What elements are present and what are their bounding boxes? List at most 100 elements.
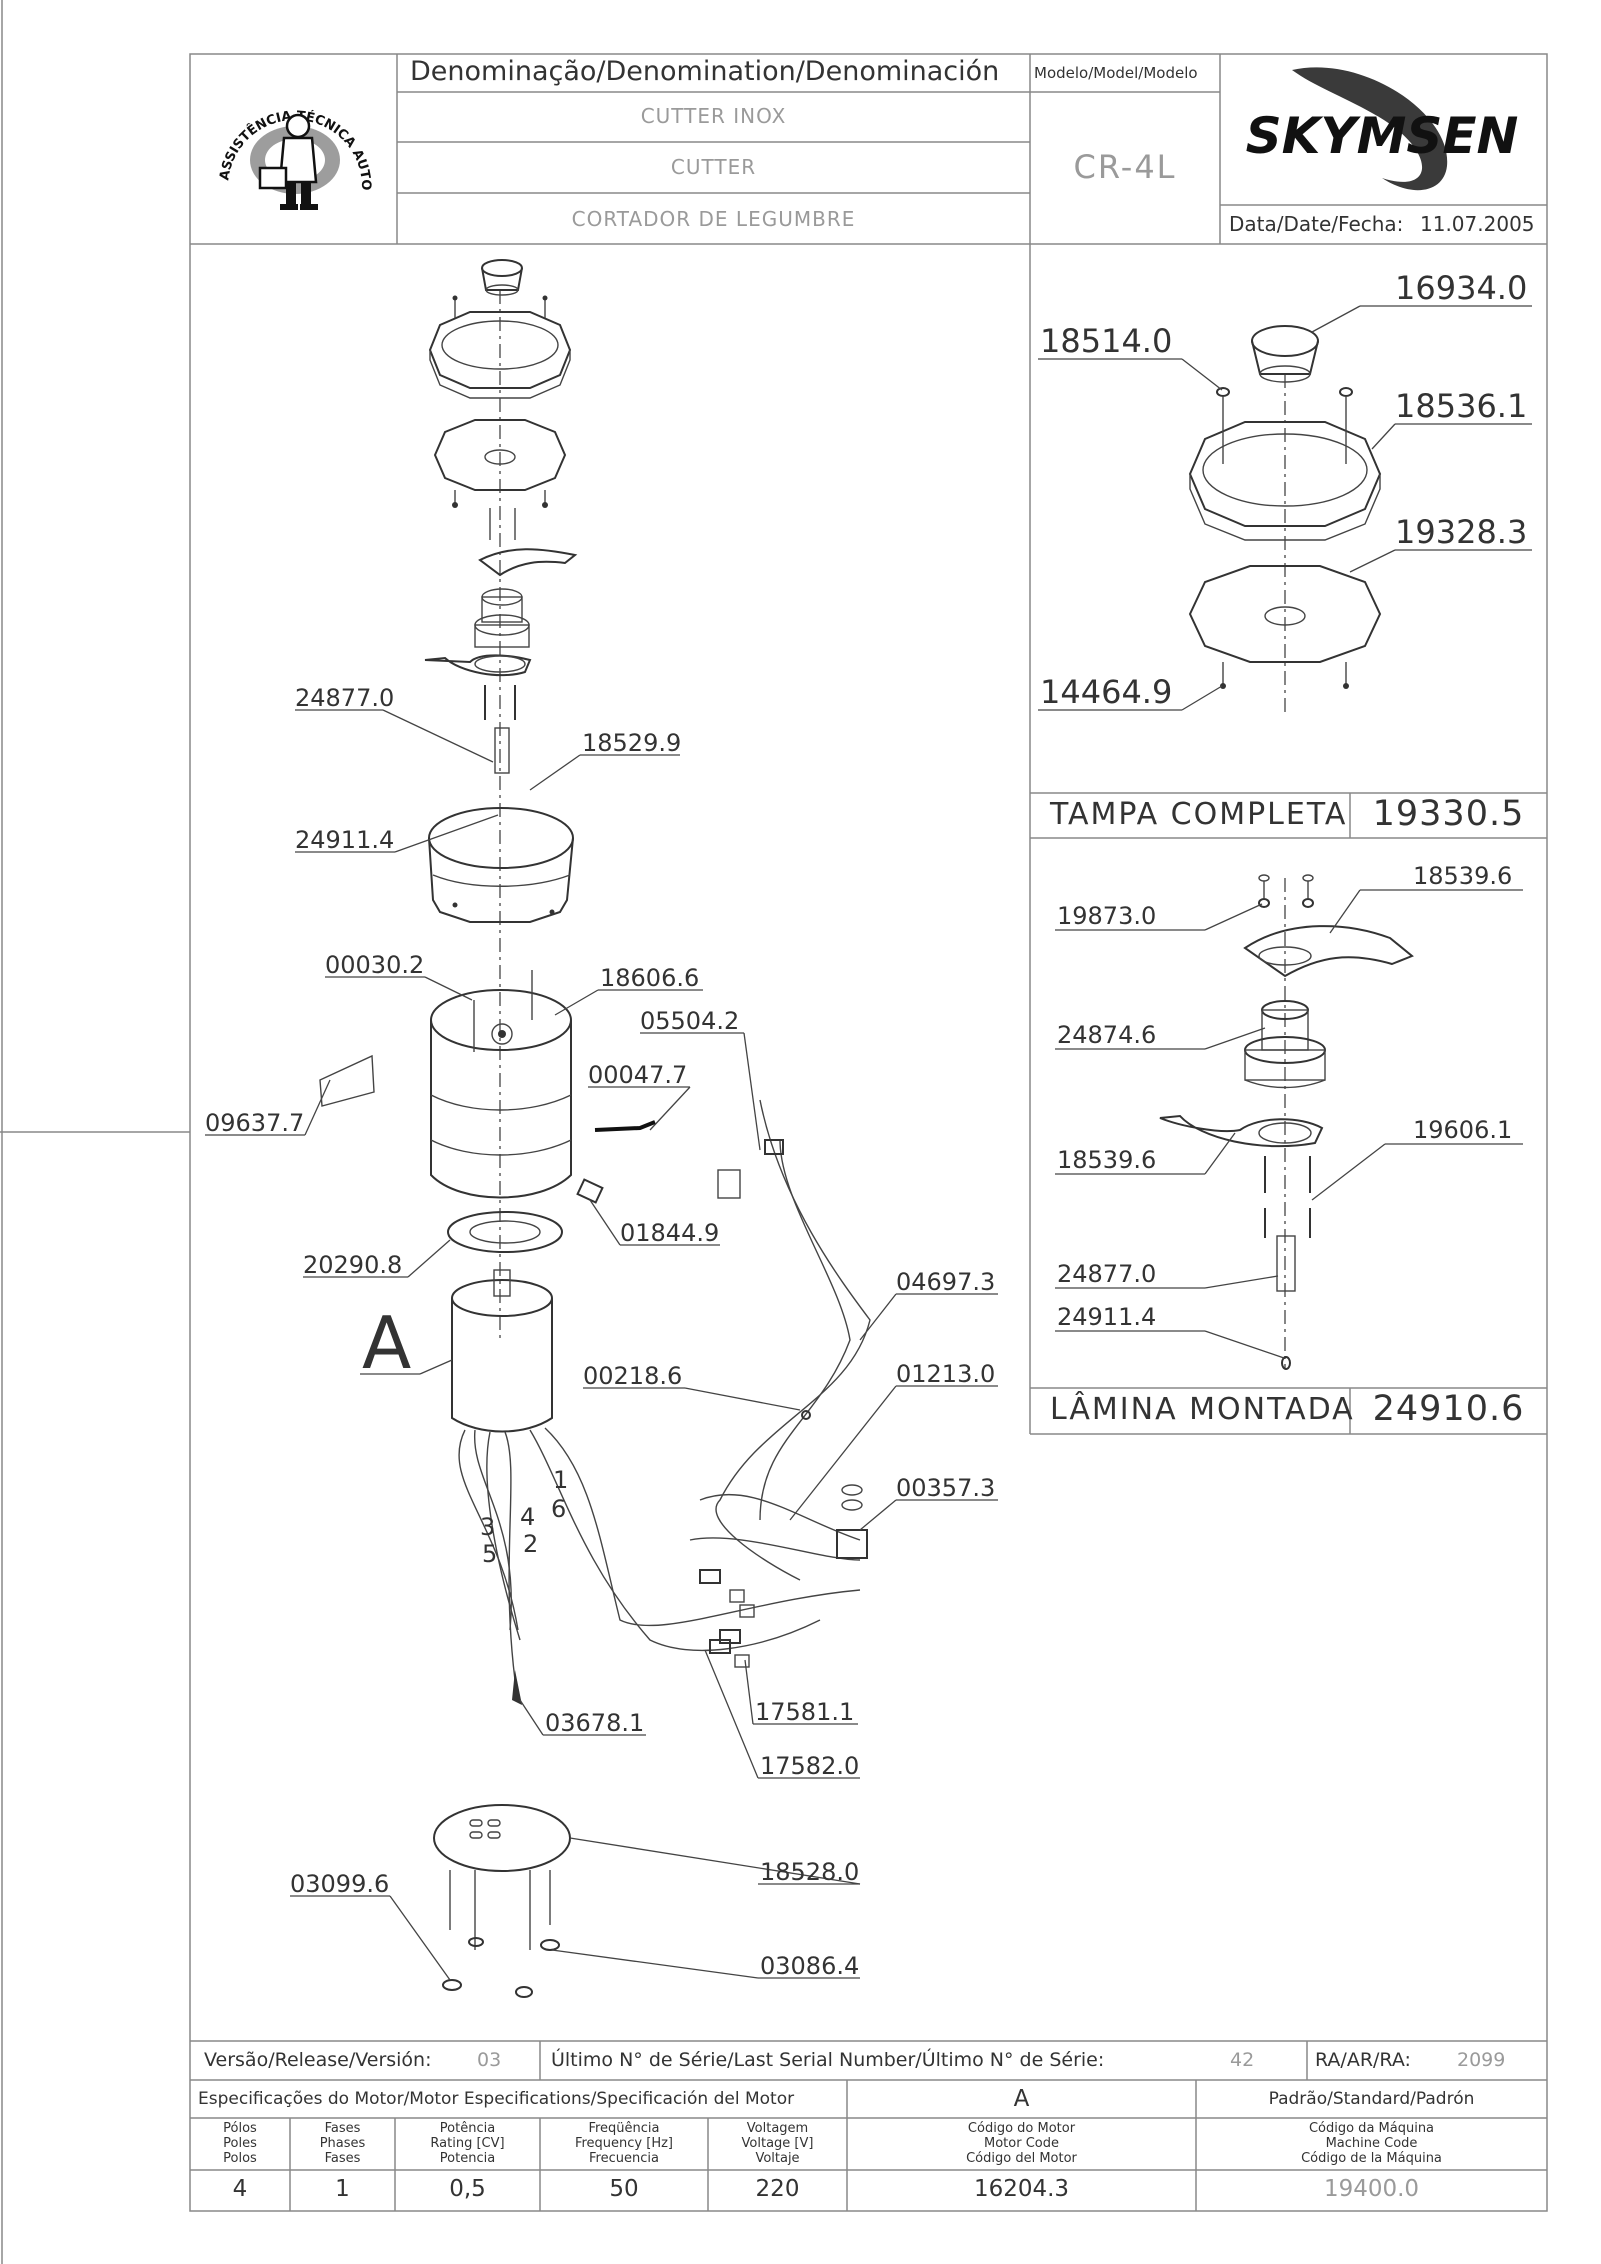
spec-header-line: Fases [324,2121,361,2136]
name-english: CUTTER [670,155,757,179]
part-label-00218-6: 00218.6 [583,1362,682,1390]
blade-part-label-24877-0: 24877.0 [1057,1260,1156,1288]
motor-letter-callout: A [362,1301,411,1385]
spec-value-machine-code: 19400.0 [1323,2176,1420,2202]
model-value: CR-4L [1073,148,1177,186]
model-label: Modelo/Model/Modelo [1034,64,1198,82]
lid-part-label-19328-3: 19328.3 [1395,513,1527,551]
part-label-18529-9: 18529.9 [582,729,681,757]
wire-number: 5 [482,1540,497,1568]
lid-assembly-title: TAMPA COMPLETA [1050,797,1348,832]
lid-assembly-labels: 16934.0 18514.0 18536.1 19328.3 14464.9 [1040,269,1527,711]
lid-assembly-diagram: 16934.0 18514.0 18536.1 19328.3 14464.9 [1038,269,1532,714]
base-plate [433,1804,571,1998]
wire-number: 3 [480,1513,495,1541]
blade-part-label-24874-6: 24874.6 [1057,1021,1156,1049]
part-label-24911-4: 24911.4 [295,826,394,854]
serial-label: Último N° de Série/Last Serial Number/Úl… [551,2049,1105,2071]
name-spanish: CORTADOR DE LEGUMBRE [571,207,856,231]
lid-part-label-18514-0: 18514.0 [1040,322,1172,360]
part-label-04697-3: 04697.3 [896,1268,995,1296]
part-label-01213-0: 01213.0 [896,1360,995,1388]
motor-spec-label: Especificações do Motor/Motor Especifica… [198,2089,795,2109]
blade-part-label-24911-4: 24911.4 [1057,1303,1156,1331]
spec-header-line: Pólos [223,2121,257,2136]
part-label-20290-8: 20290.8 [303,1251,402,1279]
lid-ring [428,295,572,399]
standard-label: Padrão/Standard/Padrón [1268,2089,1475,2109]
authorized-service-seal: ASSISTÊNCIA TÉCNICA AUTORIZADA [195,51,390,237]
part-label-17582-0: 17582.0 [760,1752,859,1780]
spec-header-line: Código del Motor [966,2151,1077,2166]
spec-header-line: Fases [324,2151,361,2166]
motor-letter: A [1013,2086,1030,2112]
spec-header-line: Frequency [Hz] [574,2136,674,2151]
blade-part-label-18539-6-top: 18539.6 [1413,862,1512,890]
blade-assembly-upper-blade [1243,925,1414,978]
spec-value-voltage: 220 [755,2176,800,2202]
blade-assembly-labels: 18539.6 19873.0 24874.6 18539.6 19606.1 … [1057,862,1512,1331]
label-sticker [319,1054,375,1107]
spec-header-line: Potência [439,2121,496,2136]
blade-assembly-code: 24910.6 [1372,1389,1525,1429]
spec-header-line: Voltagem [746,2121,809,2136]
part-label-00357-3: 00357.3 [896,1474,995,1502]
spec-value-rating: 0,5 [449,2176,486,2202]
wire-number: 6 [551,1495,566,1523]
seal-logo-icon: ASSISTÊNCIA TÉCNICA AUTORIZADA [195,51,373,210]
wire-number-labels: 1 6 4 3 5 2 [480,1466,568,1568]
blade-assembly-screws [1258,874,1314,908]
spec-value-frequency: 50 [609,2176,639,2202]
spec-header-line: Rating [CV] [430,2136,505,2151]
spec-header-line: Machine Code [1325,2136,1418,2151]
lid-assembly-ring [1188,387,1382,541]
blade-assembly-lower-blade [1159,1114,1324,1148]
ra-label: RA/AR/RA: [1315,2049,1411,2071]
version-value: 03 [477,2049,502,2071]
lid-part-label-14464-9: 14464.9 [1040,673,1172,711]
brand-swoosh-icon: SKYMSEN [1246,67,1519,191]
spec-header-line: Frecuencia [589,2151,659,2166]
motor-a [451,1269,553,1433]
spec-header-line: Phases [319,2136,366,2151]
brand-logo: SKYMSEN [1222,58,1544,203]
spec-value-motor-code: 16204.3 [973,2176,1070,2202]
part-label-03086-4: 03086.4 [760,1952,859,1980]
brand-name: SKYMSEN [1246,107,1519,165]
lid-assembly-plate [1188,565,1382,689]
callout-leaders [205,709,998,1981]
spec-header-line: Código da Máquina [1308,2121,1435,2136]
wire-number: 2 [523,1530,538,1558]
blade-assembly-bolts [1264,1156,1311,1370]
lid-part-label-18536-1: 18536.1 [1395,387,1527,425]
lid-assembly-leaders [1038,305,1532,711]
spec-header-machine-code: Código da Máquina Machine Code Código de… [1196,2121,1547,2166]
lid-knob [481,259,523,296]
wire-harness [458,1099,871,1705]
spec-header-line: Voltage [V] [741,2136,814,2151]
lid-part-label-16934-0: 16934.0 [1395,269,1527,307]
name-portuguese: CUTTER INOX [640,104,787,128]
spec-header-line: Potencia [439,2151,496,2166]
lid-assembly-code: 19330.5 [1372,794,1525,834]
spec-header-line: Poles [223,2136,257,2151]
spec-header-line: Freqüência [588,2121,660,2136]
part-label-03099-6: 03099.6 [290,1870,389,1898]
part-label-18528-0: 18528.0 [760,1858,859,1886]
blade-assembly-hub [1244,1000,1326,1089]
blade-assembly-title: LÂMINA MONTADA [1050,1392,1355,1427]
spec-header-line: Motor Code [984,2136,1059,2151]
blade-assembly-leaders [1055,889,1523,1359]
blade-part-label-19606-1: 19606.1 [1413,1116,1512,1144]
blade-assembly-diagram: 18539.6 19873.0 24874.6 18539.6 19606.1 … [1055,862,1523,1370]
version-label: Versão/Release/Versión: [204,2049,432,2071]
blade-assembly [424,508,578,774]
bowl [428,807,574,923]
lid-assembly-knob [1251,325,1319,383]
denomination-label: Denominação/Denomination/Denominación [410,56,1000,87]
spec-header-line: Código de la Máquina [1301,2151,1442,2166]
spec-header-phases: Fases Phases Fases [290,2121,395,2166]
